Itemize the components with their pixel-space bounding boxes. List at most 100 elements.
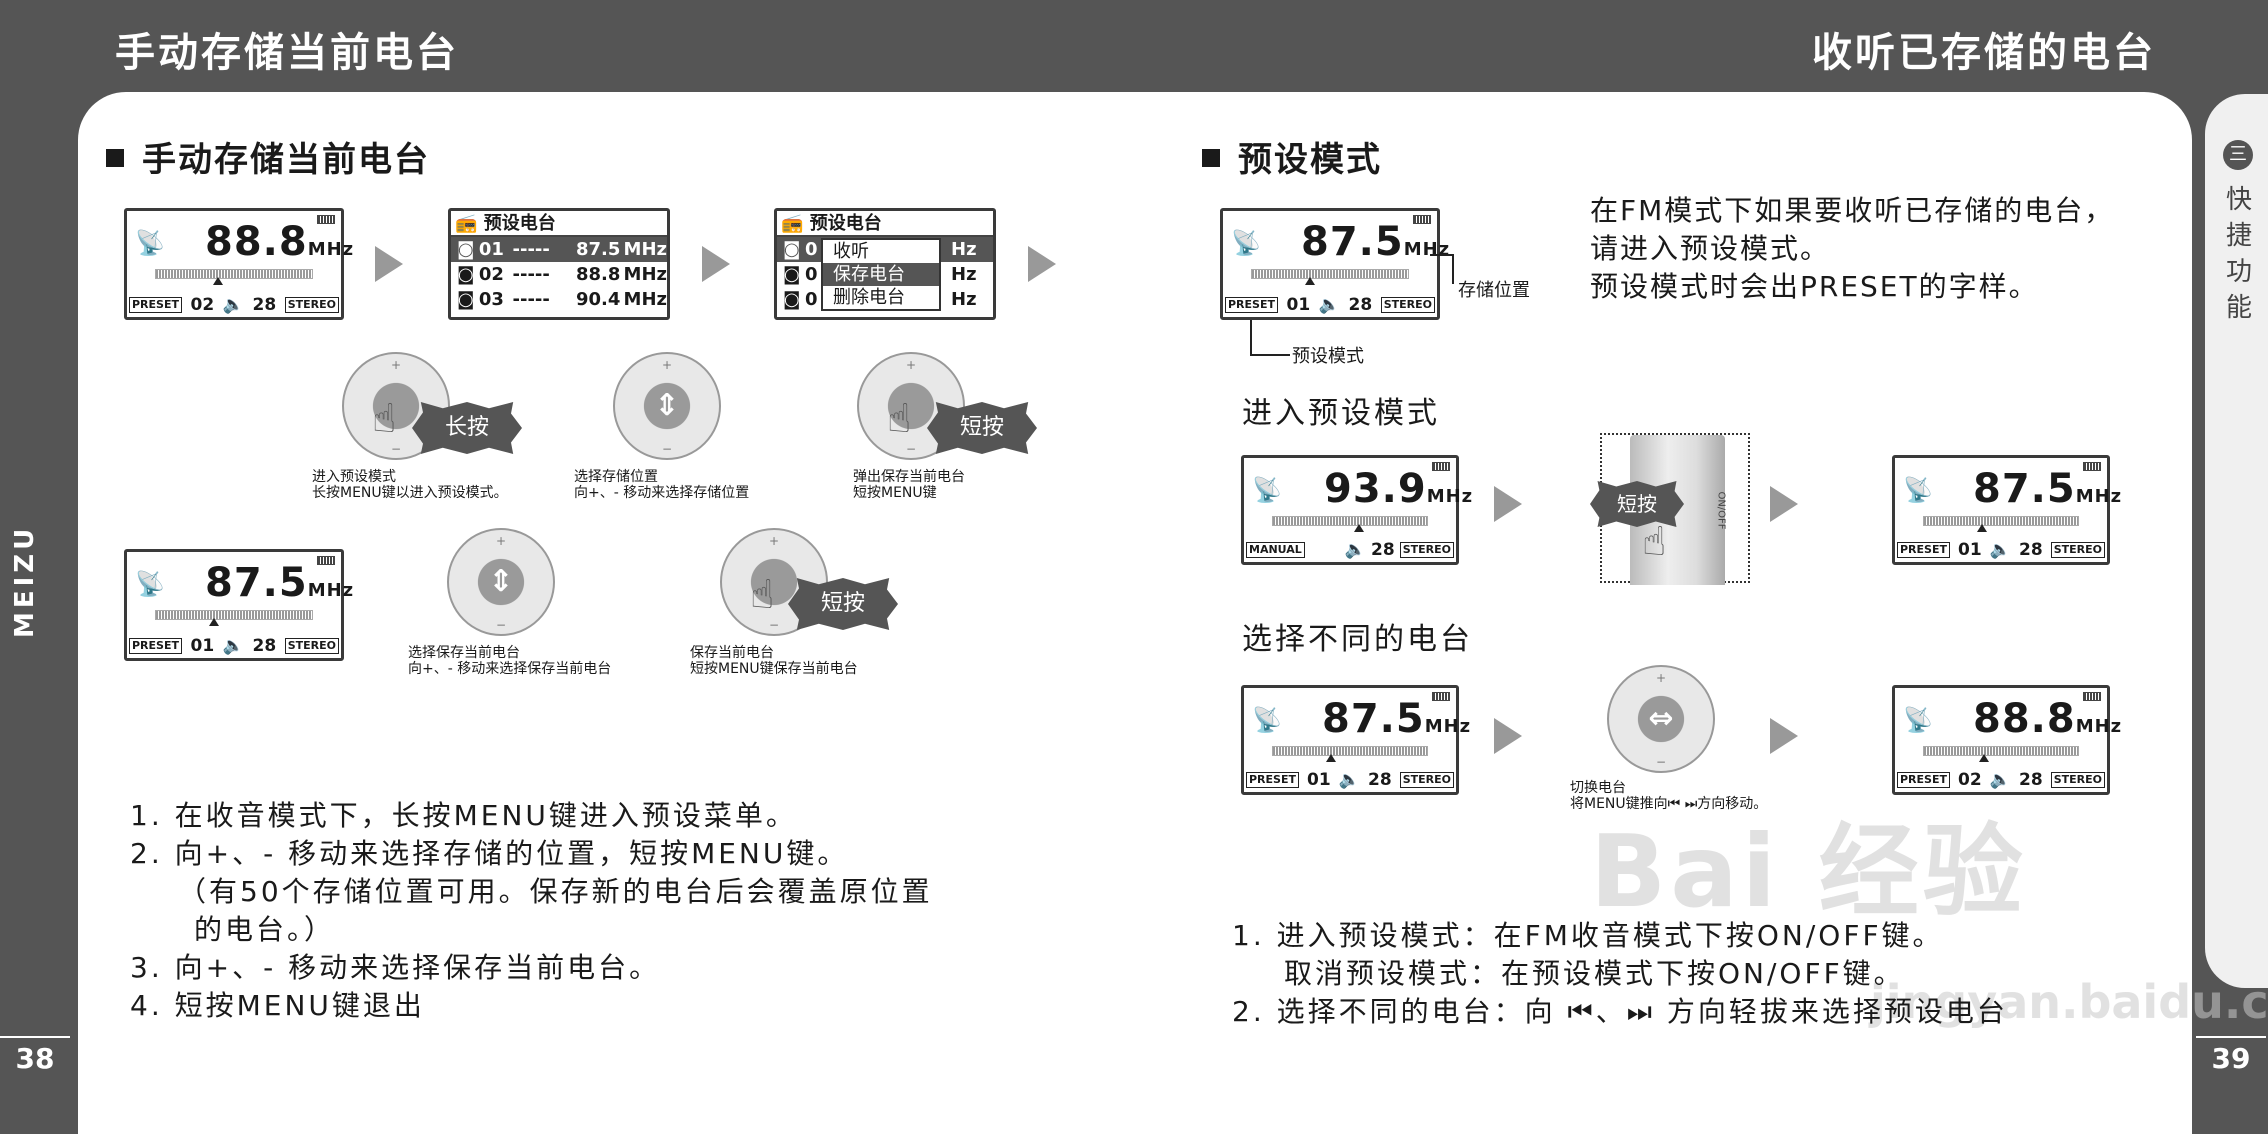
- antenna-icon: 📡: [1231, 229, 1261, 257]
- callout-preset-mode: 预设模式: [1292, 346, 1364, 367]
- status-row: PRESET 02 🔈 28 STEREO: [1897, 770, 2105, 790]
- flow-arrow-icon: [375, 246, 403, 282]
- callout-line: [1452, 254, 1454, 284]
- slot-number: 01: [1307, 770, 1331, 790]
- volume-icon: 🔈: [1344, 540, 1366, 560]
- square-bullet-icon: [106, 149, 124, 167]
- caption-enter-preset: 进入预设模式长按MENU键以进入预设模式。: [312, 469, 508, 501]
- stereo-badge: STEREO: [284, 297, 339, 313]
- tuning-marker-icon: [213, 277, 223, 285]
- battery-icon: [2083, 692, 2101, 701]
- volume-icon: 🔈: [222, 295, 244, 315]
- baidu-watermark: Bai 经验: [1590, 813, 2027, 930]
- left-steps-list: 1. 在收音模式下，长按MENU键进入预设菜单。 2. 向+、- 移动来选择存储…: [130, 797, 933, 1025]
- status-row: PRESET 02 🔈 28 STEREO: [129, 295, 339, 315]
- status-row: PRESET 01 🔈 28 STEREO: [1246, 770, 1454, 790]
- status-row: PRESET 01 🔈 28 STEREO: [1897, 540, 2105, 560]
- short-press-badge: 短按: [1590, 481, 1684, 527]
- volume-icon: 🔈: [222, 636, 244, 656]
- volume-level: 28: [252, 636, 277, 656]
- tuning-bar: [1272, 746, 1428, 756]
- menu-item-delete[interactable]: 删除电台: [833, 287, 905, 308]
- context-menu: 收听 保存电台 删除电台: [821, 238, 941, 311]
- tuning-bar: [1923, 516, 2079, 526]
- right-section-title: 预设模式: [1202, 132, 1382, 181]
- mode-badge: MANUAL: [1246, 542, 1305, 558]
- player-device-illustration: ON/OFF ☝ 短按: [1590, 433, 1750, 585]
- tuning-marker-icon: [1977, 524, 1987, 532]
- volume-icon: 🔈: [1318, 295, 1340, 315]
- page-body: [78, 92, 2192, 1134]
- lcd-screen-4: 📡 87.5MHz PRESET 01 🔈 28 STEREO: [124, 549, 353, 661]
- menu-item-listen[interactable]: 收听: [833, 241, 869, 262]
- right-steps-list: 1. 进入预设模式：在FM收音模式下按ON/OFF键。 取消预设模式：在预设模式…: [1232, 917, 2008, 1031]
- battery-icon: [2083, 462, 2101, 471]
- volume-level: 28: [252, 295, 277, 315]
- volume-level: 28: [1348, 295, 1373, 315]
- caption-select-save: 选择保存当前电台向+、- 移动来选择保存当前电台: [408, 645, 612, 677]
- preset-list-title: 📻 预设电台: [451, 211, 667, 237]
- finger-press-icon: ☝: [750, 572, 775, 618]
- stereo-badge: STEREO: [1399, 772, 1454, 788]
- flow-arrow-icon: [1494, 486, 1522, 522]
- tuning-bar: [1272, 516, 1428, 526]
- frequency-display: 87.5MHz: [1322, 696, 1472, 742]
- subheading-enter-preset: 进入预设模式: [1242, 396, 1440, 431]
- frequency-display: 93.9MHz: [1324, 466, 1474, 512]
- flow-arrow-icon: [1770, 718, 1798, 754]
- antenna-icon: 📡: [135, 570, 165, 598]
- radio-icon: 📻: [781, 213, 804, 234]
- frequency-display: 87.5MHz: [1973, 466, 2123, 512]
- stereo-badge: STEREO: [2050, 542, 2105, 558]
- page-number-right: 39: [2196, 1036, 2266, 1078]
- tuning-bar: [1251, 269, 1409, 279]
- tuning-bar: [155, 269, 313, 279]
- callout-line: [1430, 254, 1454, 256]
- stereo-badge: STEREO: [2050, 772, 2105, 788]
- volume-icon: 🔈: [1989, 540, 2011, 560]
- finger-press-icon: ☝: [887, 396, 912, 442]
- menu-wheel-updown-icon: +⇕−: [447, 528, 555, 636]
- status-row: MANUAL 🔈 28 STEREO: [1246, 540, 1454, 560]
- lcd-preset-example: 📡 87.5MHz PRESET 01 🔈 28 STEREO: [1220, 208, 1449, 320]
- volume-icon: 🔈: [1338, 770, 1360, 790]
- tuning-marker-icon: [1326, 754, 1336, 762]
- mode-badge: PRESET: [1897, 542, 1950, 558]
- finger-press-icon: ☝: [1642, 519, 1667, 565]
- flow-arrow-icon: [1770, 486, 1798, 522]
- slot-number: 01: [190, 636, 215, 656]
- battery-icon: [1432, 462, 1450, 471]
- tuning-marker-icon: [209, 618, 219, 626]
- lcd-manual-mode: 📡 93.9MHz MANUAL 🔈 28 STEREO: [1241, 455, 1472, 565]
- brand-text: MEIZU: [10, 524, 40, 638]
- intro-paragraph: 在FM模式下如果要收听已存储的电台， 请进入预设模式。 预设模式时会出PRESE…: [1590, 194, 2115, 303]
- mode-badge: PRESET: [1897, 772, 1950, 788]
- menu-wheel-icon: +−: [342, 352, 450, 460]
- step-item: 取消预设模式：在预设模式下按ON/OFF键。: [1284, 957, 1905, 990]
- stereo-badge: STEREO: [1380, 297, 1435, 313]
- battery-icon: [1432, 692, 1450, 701]
- antenna-icon: 📡: [1903, 476, 1933, 504]
- short-press-badge: 短按: [788, 578, 898, 630]
- caption-switch-station: 切换电台将MENU键推向⏮ ⏭方向移动。: [1570, 780, 1768, 812]
- chapter-tab[interactable]: 三 快捷功能: [2205, 94, 2268, 988]
- step-item: 的电台。）: [194, 913, 336, 946]
- mode-badge: PRESET: [129, 638, 182, 654]
- right-page-header: 收听已存储的电台: [1812, 30, 2156, 76]
- battery-icon: [317, 556, 335, 565]
- slot-number: 01: [1958, 540, 1982, 560]
- mode-badge: PRESET: [1225, 297, 1278, 313]
- left-section-title: 手动存储当前电台: [106, 132, 430, 181]
- menu-item-save[interactable]: 保存电台: [823, 263, 939, 286]
- short-press-badge: 短按: [927, 402, 1037, 454]
- antenna-icon: 📡: [135, 229, 165, 257]
- stereo-badge: STEREO: [284, 638, 339, 654]
- volume-icon: 🔈: [1989, 770, 2011, 790]
- page-number-left: 38: [0, 1036, 70, 1078]
- slot-number: 01: [1286, 295, 1311, 315]
- step-item: 3. 向+、- 移动来选择保存当前电台。: [130, 951, 661, 984]
